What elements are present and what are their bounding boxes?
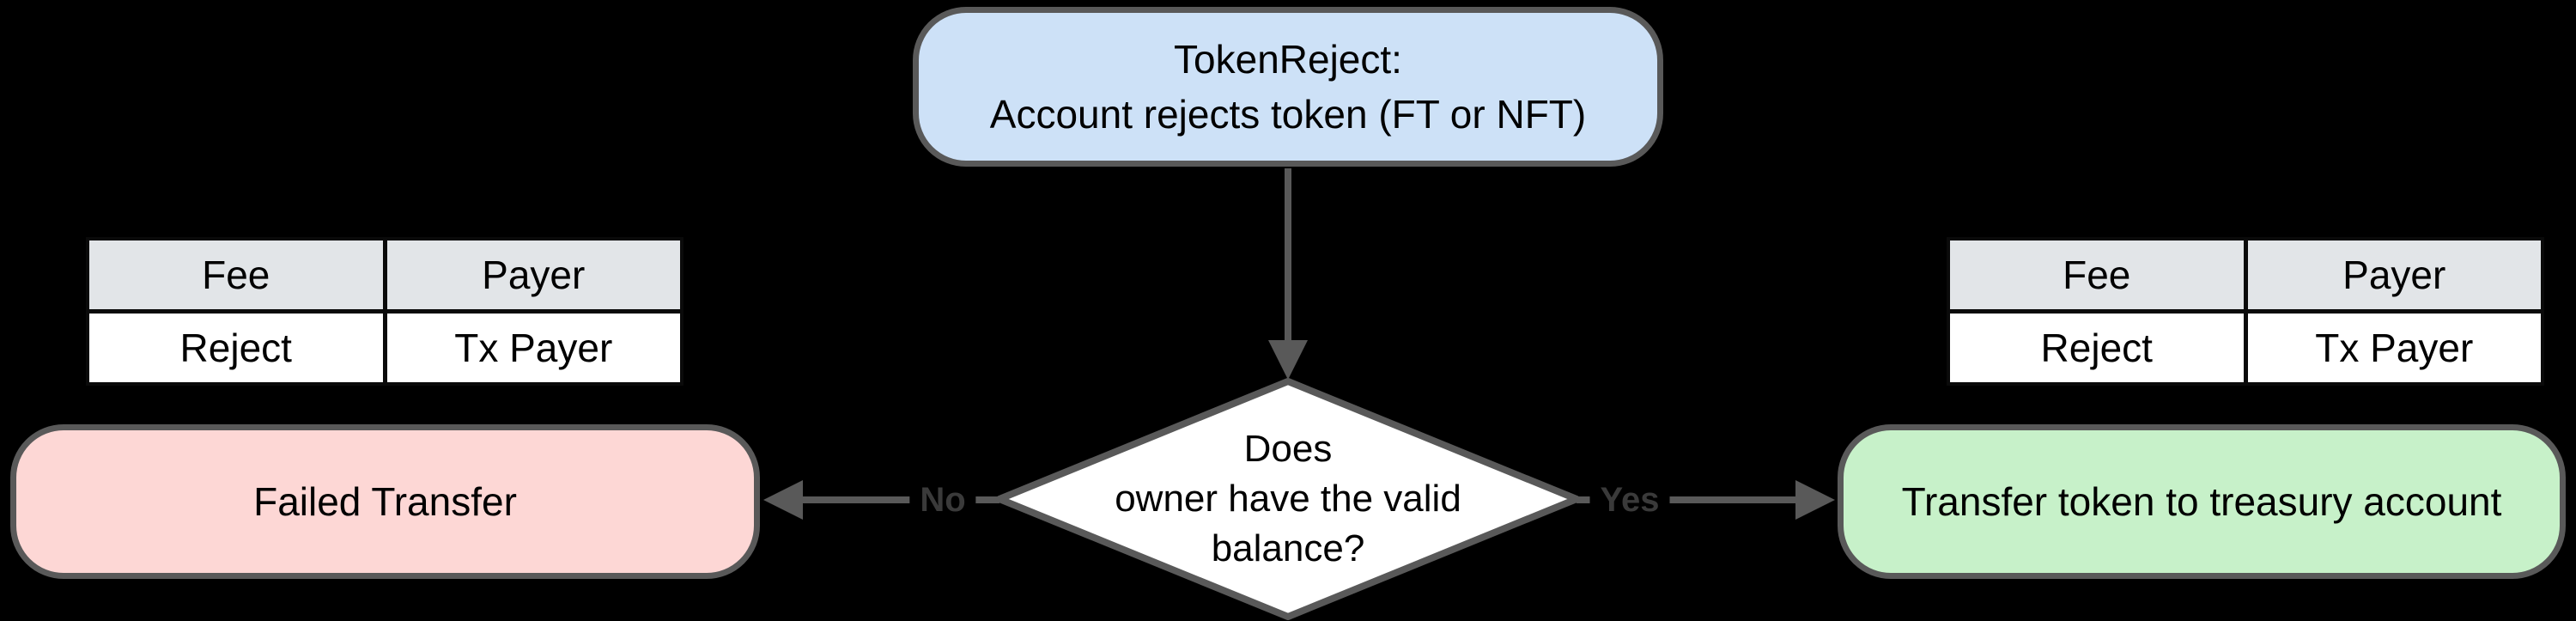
start-node: TokenReject: Account rejects token (FT o… <box>913 7 1663 167</box>
fee-table-right: Fee Payer Reject Tx Payer <box>1947 237 2544 386</box>
decision-node: Does owner have the valid balance? <box>1030 423 1546 575</box>
fee-table-left-header-fee: Fee <box>89 240 383 309</box>
fee-table-left-cell-fee: Reject <box>89 314 383 382</box>
start-node-label: TokenReject: Account rejects token (FT o… <box>989 37 1587 137</box>
failed-transfer-node: Failed Transfer <box>10 424 760 579</box>
arrow-start-to-decision-head <box>1268 340 1308 380</box>
fee-table-right-cell-fee: Reject <box>1950 314 2244 382</box>
decision-node-label: Does owner have the valid balance? <box>1115 428 1461 569</box>
fee-table-right-cell-payer: Tx Payer <box>2247 314 2541 382</box>
arrow-no-head <box>763 480 803 520</box>
treasury-transfer-node: Transfer token to treasury account <box>1838 424 2566 579</box>
no-branch-label: No <box>909 479 976 521</box>
treasury-transfer-label: Transfer token to treasury account <box>1901 479 2502 524</box>
fee-table-left: Fee Payer Reject Tx Payer <box>86 237 683 386</box>
failed-transfer-label: Failed Transfer <box>253 479 517 524</box>
fee-table-left-header-payer: Payer <box>386 240 680 309</box>
arrow-yes-head <box>1795 480 1835 520</box>
yes-branch-label: Yes <box>1589 479 1670 521</box>
fee-table-right-header-fee: Fee <box>1950 240 2244 309</box>
fee-table-right-header-payer: Payer <box>2247 240 2541 309</box>
fee-table-left-cell-payer: Tx Payer <box>386 314 680 382</box>
